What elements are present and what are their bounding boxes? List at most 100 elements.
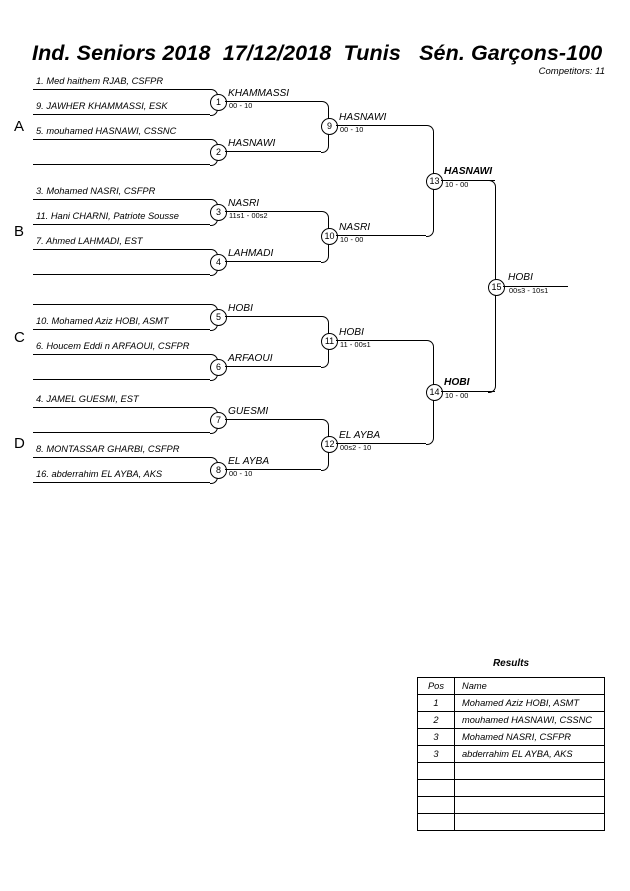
match-number-7[interactable]: 7 [210,412,227,429]
match-score-1: 00 - 10 [229,101,253,110]
section-label-b: B [14,223,25,240]
match-winner-5: HOBI [228,303,253,314]
match-out-line-12 [336,443,426,444]
results-col-name: Name [454,677,605,695]
match-winner-14: HOBI [444,377,470,388]
match-number-14[interactable]: 14 [426,384,443,401]
match-number-4[interactable]: 4 [210,254,227,271]
entrant-3: 5. mouhamed HASNAWI, CSSNC [36,126,177,136]
entrant-line-5 [33,199,210,200]
result-name: Mohamed Aziz HOBI, ASMT [454,694,605,712]
match-number-8[interactable]: 8 [210,462,227,479]
match-winner-2: HASNAWI [228,138,276,149]
match-number-15[interactable]: 15 [488,279,505,296]
result-pos [417,779,455,797]
entrant-15: 8. MONTASSAR GHARBI, CSFPR [36,444,180,454]
match-out-line-15 [503,286,568,287]
match-number-11[interactable]: 11 [321,333,338,350]
match-number-2[interactable]: 2 [210,144,227,161]
result-pos: 3 [417,728,455,746]
entrant-line-8 [33,274,210,275]
entrant-16: 16. abderrahim EL AYBA, AKS [36,469,163,479]
match-winner-10: NASRI [339,222,371,233]
result-name: mouhamed HASNAWI, CSSNC [454,711,605,729]
match-out-line-13 [441,180,495,181]
table-row [417,762,605,780]
match-out-line-6 [225,366,321,367]
result-pos [417,813,455,831]
competitors-count: Competitors: 11 [538,66,605,77]
match-number-9[interactable]: 9 [321,118,338,135]
match-number-10[interactable]: 10 [321,228,338,245]
entrant-line-9 [33,304,210,305]
entrant-line-2 [33,114,210,115]
entrant-line-13 [33,407,210,408]
match-score-12: 00s2 - 10 [340,443,372,452]
match-out-line-10 [336,235,426,236]
entrant-11: 6. Houcem Eddi n ARFAOUI, CSFPR [36,341,190,351]
entrant-10: 10. Mohamed Aziz HOBI, ASMT [36,316,169,326]
result-pos [417,762,455,780]
result-pos: 2 [417,711,455,729]
match-winner-8: EL AYBA [228,456,270,467]
match-out-line-2 [225,151,321,152]
entrant-line-16 [33,482,210,483]
section-label-d: D [14,435,25,452]
match-score-14: 10 - 00 [445,391,469,400]
match-number-6[interactable]: 6 [210,359,227,376]
match-out-line-9 [336,125,426,126]
match-score-3: 11s1 - 00s2 [229,211,268,220]
table-row: 3 abderrahim EL AYBA, AKS [417,745,605,763]
entrant-line-11 [33,354,210,355]
table-row [417,779,605,797]
match-number-3[interactable]: 3 [210,204,227,221]
entrant-line-7 [33,249,210,250]
section-label-c: C [14,329,25,346]
entrant-line-14 [33,432,210,433]
match-score-9: 00 - 10 [340,125,364,134]
entrant-13: 4. JAMEL GUESMI, EST [36,394,139,404]
match-score-10: 10 - 00 [340,235,364,244]
table-row: 3 Mohamed NASRI, CSFPR [417,728,605,746]
match-number-5[interactable]: 5 [210,309,227,326]
match-winner-11: HOBI [339,327,364,338]
match-score-15: 00s3 - 10s1 [509,286,549,295]
result-pos: 1 [417,694,455,712]
match-number-12[interactable]: 12 [321,436,338,453]
entrant-line-6 [33,224,210,225]
match-out-line-4 [225,261,321,262]
match-winner-9: HASNAWI [339,112,387,123]
match-winner-6: ARFAOUI [228,353,273,364]
results-table: Pos Name 1 Mohamed Aziz HOBI, ASMT 2 mou… [417,677,605,831]
match-winner-3: NASRI [228,198,260,209]
match-number-13[interactable]: 13 [426,173,443,190]
table-row: 2 mouhamed HASNAWI, CSSNC [417,711,605,729]
result-pos: 3 [417,745,455,763]
entrant-line-12 [33,379,210,380]
match-winner-1: KHAMMASSI [228,88,290,99]
match-score-13: 10 - 00 [445,180,469,189]
match-score-11: 11 - 00s1 [340,340,371,349]
match-number-1[interactable]: 1 [210,94,227,111]
table-row: 1 Mohamed Aziz HOBI, ASMT [417,694,605,712]
match-out-line-5 [225,316,321,317]
entrant-7: 7. Ahmed LAHMADI, EST [36,236,143,246]
entrant-line-15 [33,457,210,458]
match-winner-13: HASNAWI [444,166,493,177]
page-title: Ind. Seniors 2018 17/12/2018 Tunis Sén. … [32,41,603,65]
result-name: Mohamed NASRI, CSFPR [454,728,605,746]
entrant-line-4 [33,164,210,165]
entrant-5: 3. Mohamed NASRI, CSFPR [36,186,156,196]
match-out-line-8 [225,469,321,470]
entrant-1: 1. Med haithem RJAB, CSFPR [36,76,164,86]
result-name [454,762,605,780]
result-name [454,796,605,814]
table-row [417,813,605,831]
results-header-row: Pos Name [417,677,605,695]
entrant-2: 9. JAWHER KHAMMASSI, ESK [36,101,168,111]
match-out-line-7 [225,419,321,420]
match-out-line-11 [336,340,426,341]
match-winner-15: HOBI [508,272,533,283]
match-winner-4: LAHMADI [228,248,274,259]
